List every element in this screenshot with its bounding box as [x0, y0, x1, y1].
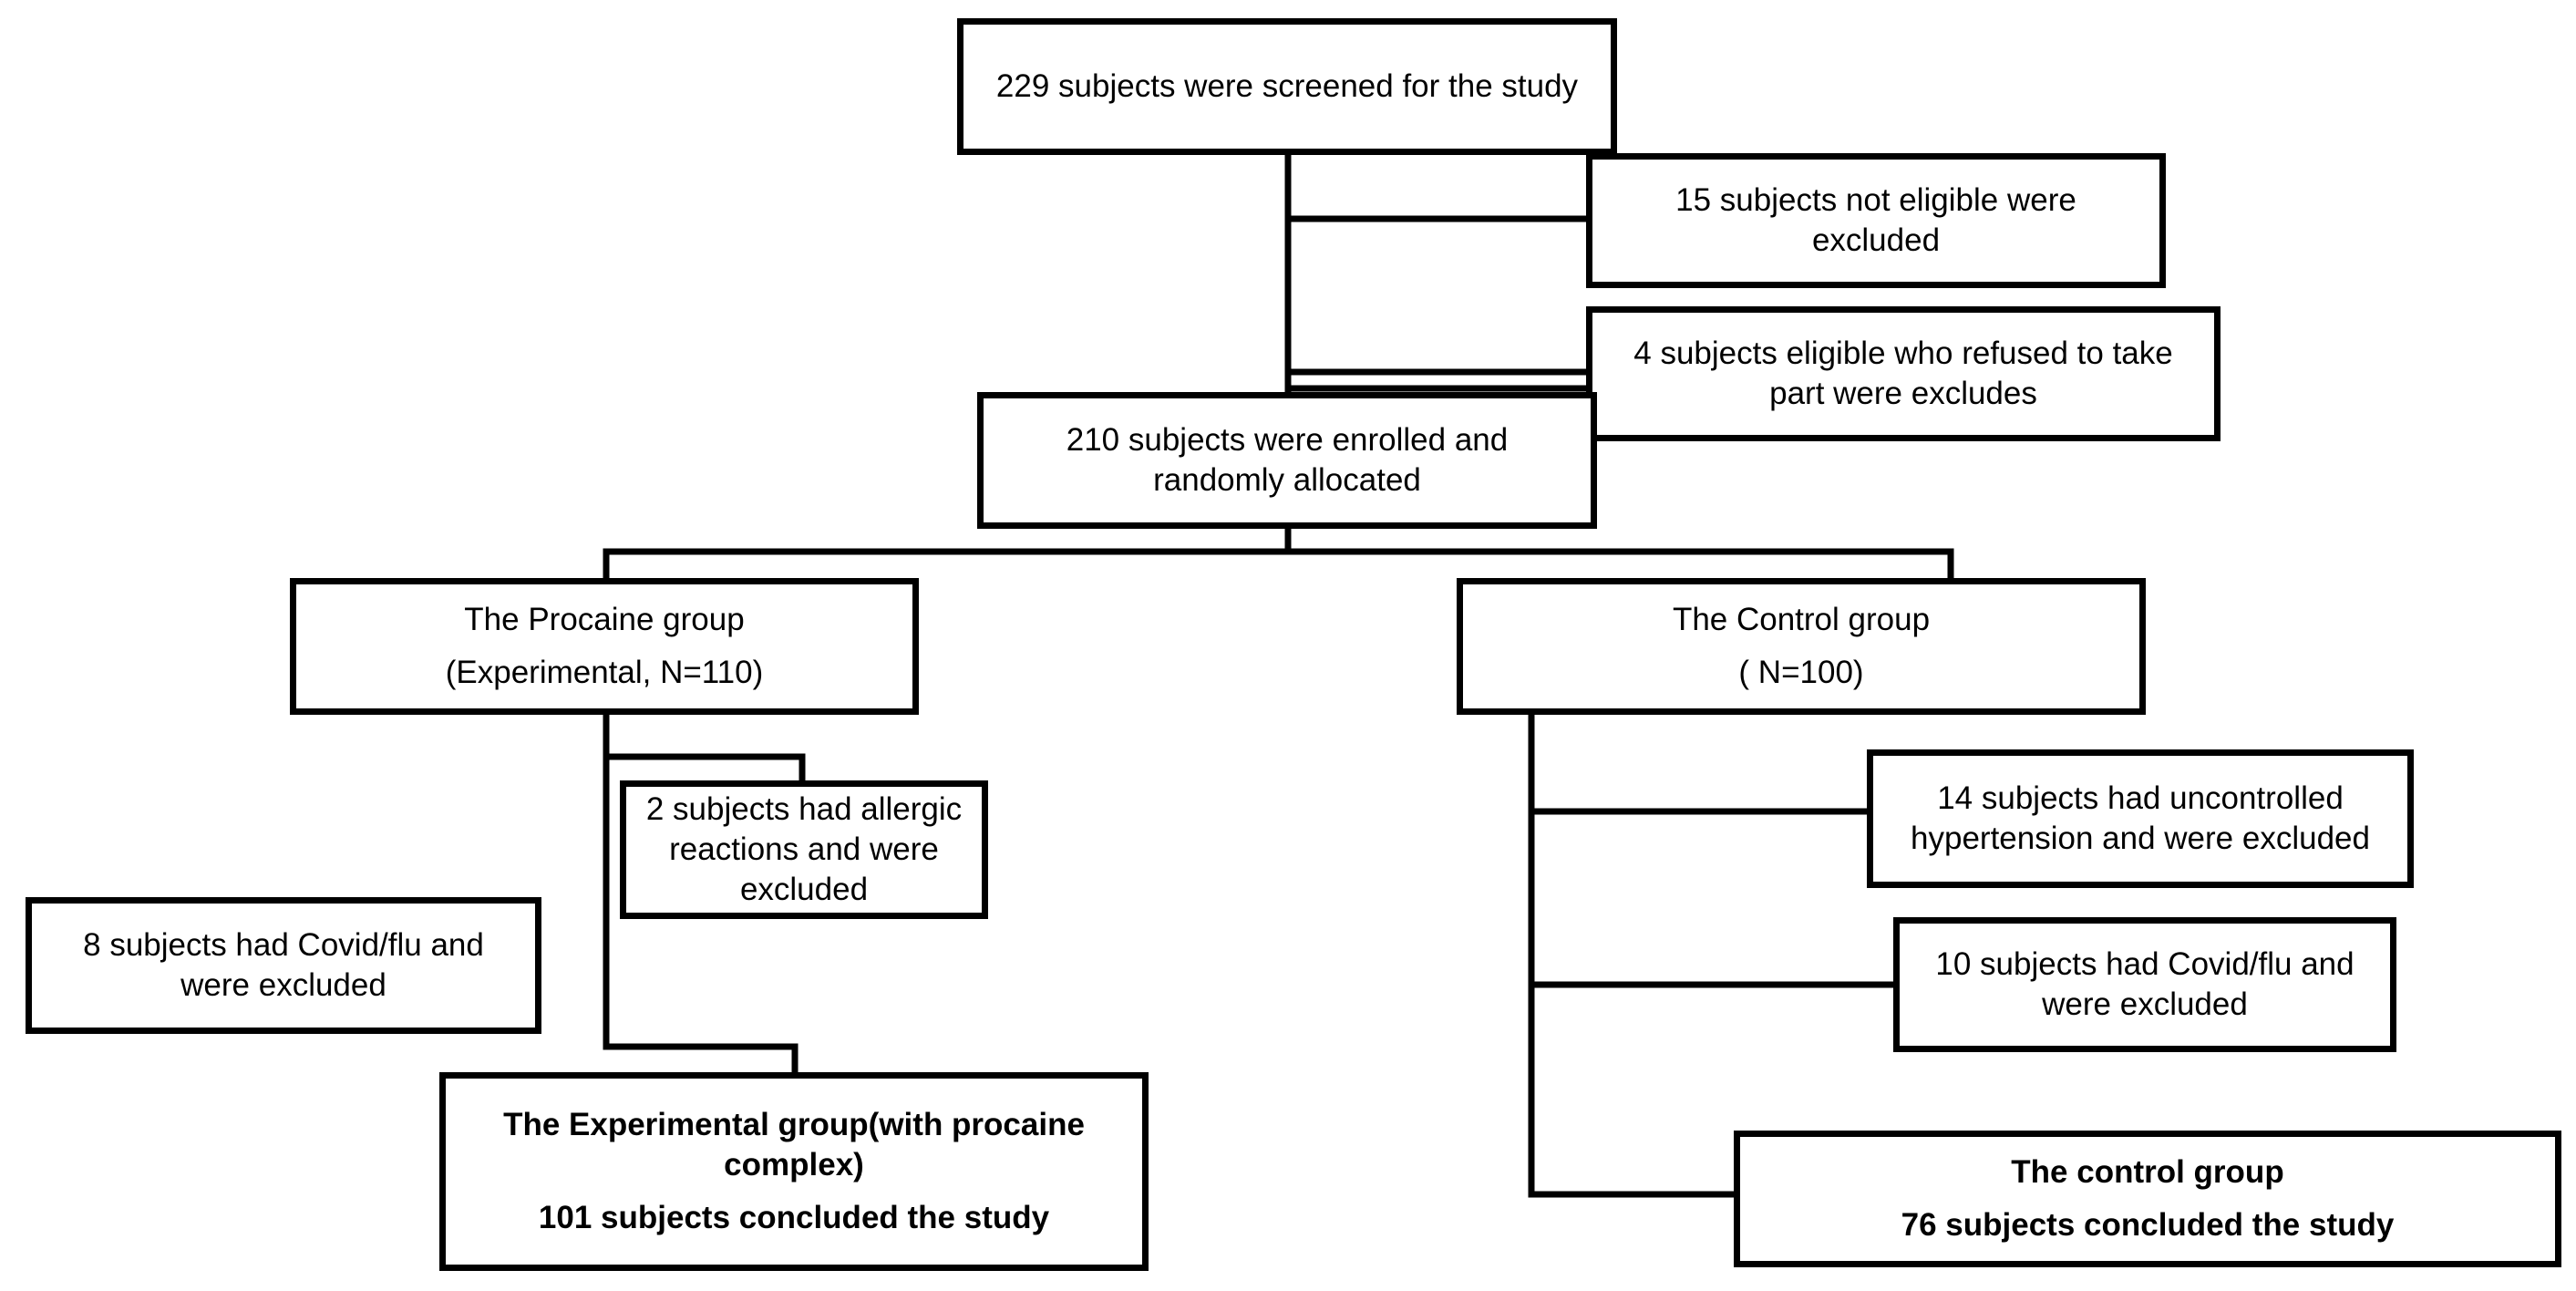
allergic-line-1: 2 subjects had allergic [645, 791, 963, 827]
procaine-group-title: The Procaine group [464, 602, 745, 637]
control-final-count: 76 subjects concluded the study [1901, 1207, 2395, 1243]
covid-control-line-1: 10 subjects had Covid/flu and [1935, 946, 2354, 982]
allergic-line-3: excluded [739, 872, 869, 907]
control-final-title: The control group [2011, 1154, 2284, 1190]
screened-box: 229 subjects were screened for the study [957, 18, 1617, 155]
control-group-title: The Control group [1672, 602, 1931, 637]
hypertension-line-2: hypertension and were excluded [1911, 821, 2370, 856]
control-group-box: The Control group ( N=100) [1457, 578, 2146, 715]
enrolled-line-2: randomly allocated [1153, 462, 1421, 498]
not-eligible-line-2: excluded [1811, 222, 1941, 258]
not-eligible-box: 15 subjects not eligible were excluded [1586, 153, 2166, 288]
refused-line-1: 4 subjects eligible who refused to take [1633, 336, 2173, 371]
procaine-group-box: The Procaine group (Experimental, N=110) [290, 578, 919, 715]
connector-allergic [603, 753, 806, 786]
procaine-group-count: (Experimental, N=110) [445, 655, 764, 690]
covid-control-line-2: were excluded [2042, 986, 2248, 1022]
not-eligible-line-1: 15 subjects not eligible were [1675, 182, 2076, 218]
covid-experimental-line-2: were excluded [180, 967, 386, 1003]
refused-line-2: part were excludes [1769, 376, 2037, 411]
enrolled-box: 210 subjects were enrolled and randomly … [977, 392, 1597, 529]
covid-experimental-box: 8 subjects had Covid/flu and were exclud… [26, 897, 541, 1034]
hypertension-line-1: 14 subjects had uncontrolled [1937, 780, 2344, 816]
covid-control-box: 10 subjects had Covid/flu and were exclu… [1893, 917, 2396, 1052]
refused-box: 4 subjects eligible who refused to take … [1586, 306, 2221, 441]
control-final-box: The control group 76 subjects concluded … [1734, 1131, 2561, 1267]
experimental-final-title: The Experimental group(with procaine [503, 1107, 1085, 1142]
experimental-final-title-2: complex) [724, 1147, 864, 1183]
control-group-count: ( N=100) [1738, 655, 1864, 690]
hypertension-box: 14 subjects had uncontrolled hypertensio… [1867, 749, 2414, 888]
connector-experimental-final [603, 1043, 799, 1078]
screened-text: 229 subjects were screened for the study [995, 68, 1579, 104]
allergic-line-2: reactions and were [669, 831, 939, 867]
covid-experimental-line-1: 8 subjects had Covid/flu and [83, 927, 484, 963]
experimental-final-count: 101 subjects concluded the study [538, 1200, 1050, 1235]
experimental-final-box: The Experimental group(with procaine com… [439, 1072, 1149, 1271]
enrolled-line-1: 210 subjects were enrolled and [1066, 422, 1509, 458]
allergic-box: 2 subjects had allergic reactions and we… [620, 780, 988, 919]
